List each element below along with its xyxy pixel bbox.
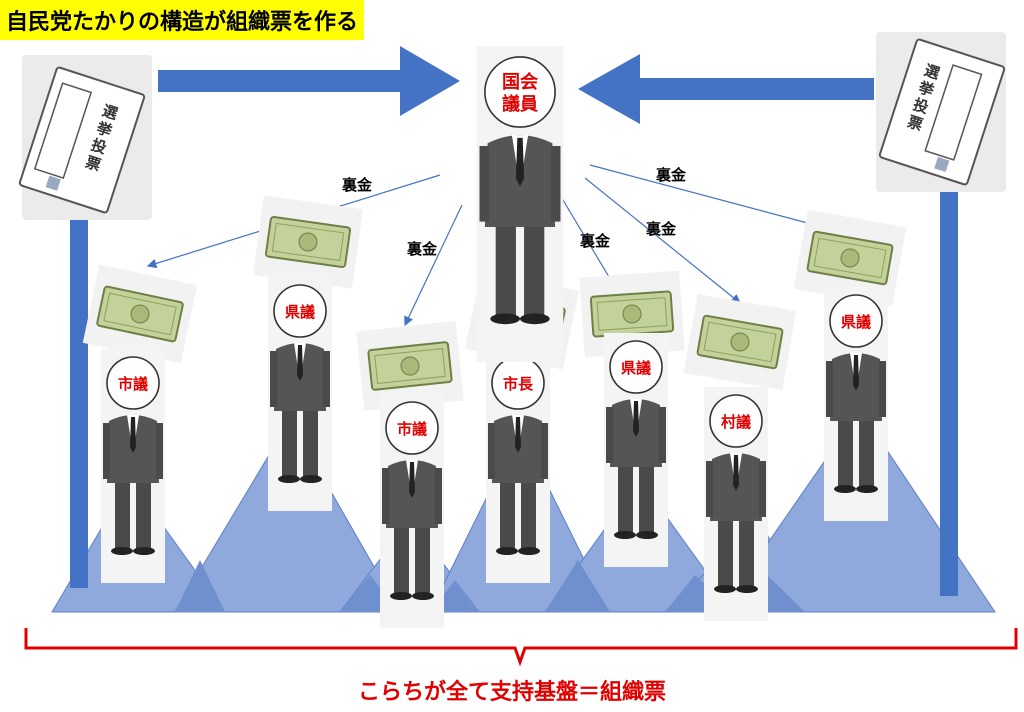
page-title: 自民党たかりの構造が組織票を作る	[0, 0, 365, 40]
politician: 市議	[380, 394, 444, 628]
big-arrow-left-to-center	[158, 46, 460, 116]
money-arrow	[404, 204, 463, 327]
ballot-text: 選挙投票	[82, 101, 120, 175]
money-label: 裏金	[646, 220, 677, 238]
right-vertical-bar	[940, 188, 958, 596]
ballot-text: 選挙投票	[904, 61, 942, 135]
politician-label: 村議	[721, 413, 751, 431]
member-label-line1: 国会	[502, 71, 538, 93]
mountain-overlap	[175, 560, 225, 612]
member-label-line2: 議員	[502, 93, 538, 115]
politician-label: 市議	[397, 420, 427, 438]
politician-label: 市長	[503, 375, 534, 393]
politician: 市議	[101, 349, 165, 583]
politician: 村議	[704, 387, 768, 621]
politician-label: 県議	[621, 359, 651, 377]
money-label: 裏金	[342, 176, 373, 194]
mountain	[174, 419, 401, 613]
money-label: 裏金	[656, 166, 687, 184]
money-arrow	[589, 164, 817, 228]
big-arrow-right-to-center	[578, 54, 874, 124]
politician: 県議	[824, 287, 888, 521]
politician: 県議	[268, 277, 332, 511]
banknote	[82, 264, 198, 364]
ballot-right: 選挙投票	[876, 32, 1006, 192]
banknote	[683, 293, 797, 391]
left-vertical-bar	[70, 200, 88, 588]
money-arrow	[584, 177, 741, 304]
banknote	[793, 209, 907, 307]
mountain-overlap	[545, 560, 610, 612]
politician-label: 県議	[285, 303, 315, 321]
politician: 市長	[486, 349, 550, 583]
banknote	[252, 195, 364, 289]
money-label: 裏金	[580, 232, 611, 250]
politician-label: 市議	[118, 375, 148, 393]
politician-label: 県議	[841, 313, 871, 331]
bottom-caption: こらちが全て支持基盤＝組織票	[357, 680, 666, 705]
politician: 県議	[604, 333, 668, 567]
banknote	[356, 320, 464, 412]
ballot-left: 選挙投票	[18, 55, 152, 220]
bracket-brace	[24, 628, 1018, 667]
money-label: 裏金	[407, 240, 438, 258]
